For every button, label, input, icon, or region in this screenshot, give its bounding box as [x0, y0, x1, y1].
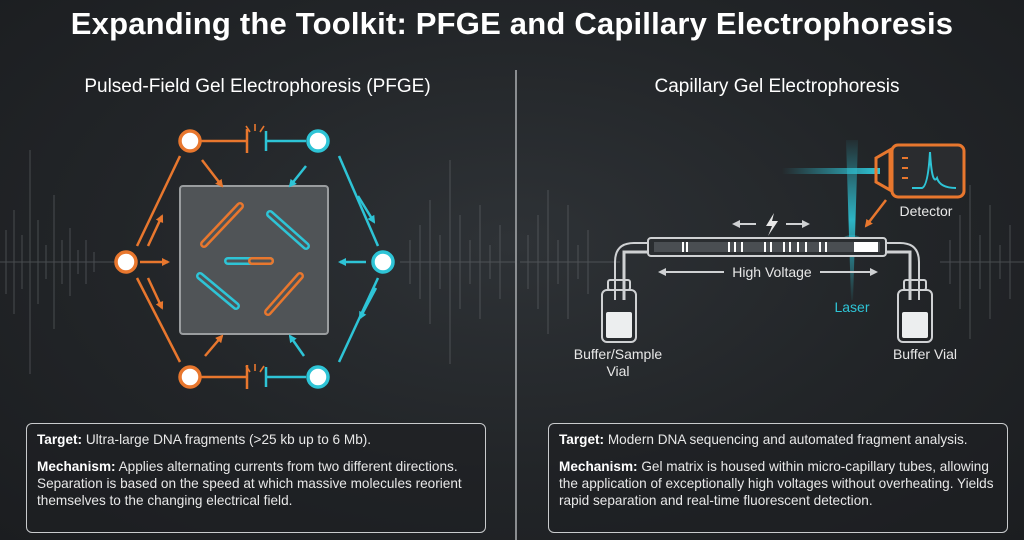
- dna-fragments: [196, 202, 310, 316]
- cge-info-box: Target: Modern DNA sequencing and automa…: [548, 423, 1008, 533]
- electrode-nodes: [114, 129, 395, 389]
- pfge-panel-title: Pulsed-Field Gel Electrophoresis (PFGE): [84, 76, 431, 97]
- laser-label: Laser: [834, 299, 869, 315]
- buffer-sample-vial: [601, 279, 637, 343]
- laser-beam-horizontal: [782, 168, 880, 174]
- buffer-vial: [897, 279, 933, 343]
- detector-icon: [874, 143, 966, 199]
- pfge-mechanism-text: Applies alternating currents from two di…: [37, 459, 462, 508]
- cyan-field-lines: [264, 131, 380, 387]
- orange-field-lines: [135, 129, 249, 389]
- cge-panel-title: Capillary Gel Electrophoresis: [654, 76, 900, 97]
- high-voltage-label: High Voltage: [732, 264, 812, 280]
- electrode-orange-top: [178, 129, 202, 153]
- cge-mechanism-text: Gel matrix is housed within micro-capill…: [559, 459, 994, 508]
- buffer-sample-vial-label-line2: Vial: [606, 363, 629, 379]
- electrode-orange-bottom: [178, 365, 202, 389]
- pfge-target-text: Ultra-large DNA fragments (>25 kb up to …: [85, 432, 372, 447]
- cge-target-text: Modern DNA sequencing and automated frag…: [607, 432, 968, 447]
- electrode-cyan-top: [306, 129, 330, 153]
- laser-beam-vertical: [846, 140, 858, 300]
- buffer-sample-vial-label-line1: Buffer/Sample: [574, 346, 663, 362]
- pfge-diagram: [114, 124, 395, 389]
- electrode-orange-left: [114, 250, 138, 274]
- lightning-icon: [766, 213, 778, 236]
- electrode-cyan-right: [371, 250, 395, 274]
- page-title: Expanding the Toolkit: PFGE and Capillar…: [70, 6, 954, 41]
- dna-bands: [682, 242, 827, 252]
- pfge-target-label: Target:: [37, 432, 83, 447]
- pfge-mechanism-label: Mechanism:: [37, 459, 116, 474]
- spark-icon: [245, 124, 265, 373]
- cge-mechanism-label: Mechanism:: [559, 459, 638, 474]
- panel-divider: [515, 70, 517, 540]
- pfge-info-box: Target: Ultra-large DNA fragments (>25 k…: [26, 423, 486, 533]
- cge-diagram: Detector High Voltage Laser: [574, 140, 966, 379]
- electrode-cyan-bottom: [306, 365, 330, 389]
- buffer-vial-label: Buffer Vial: [893, 346, 957, 362]
- waveform-decoration: [0, 150, 1024, 374]
- cge-target-label: Target:: [559, 432, 605, 447]
- detector-label: Detector: [900, 203, 953, 219]
